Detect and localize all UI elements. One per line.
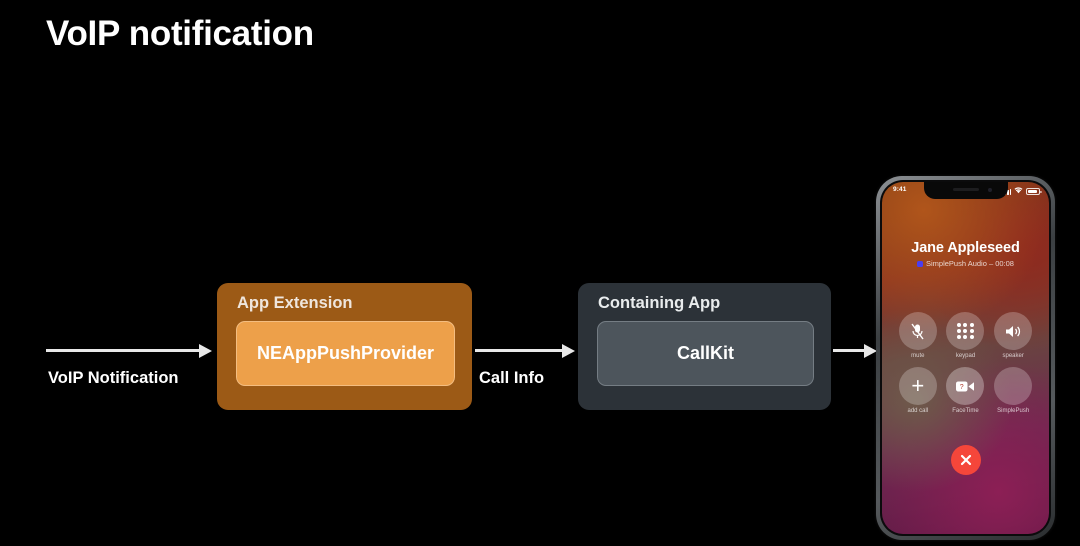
box-callkit[interactable]: CallKit (597, 321, 814, 386)
svg-text:?: ? (960, 384, 964, 391)
box-neapppushprovider[interactable]: NEAppPushProvider (236, 321, 455, 386)
status-bar: 9:41 (882, 182, 1049, 200)
call-subtitle: SimplePush Audio – 00:08 (926, 259, 1014, 268)
end-call-x-icon (960, 454, 971, 466)
call-button-facetime[interactable]: ? FaceTime (942, 367, 990, 414)
plus-icon: + (898, 367, 937, 405)
call-button-caption: speaker (1002, 353, 1024, 359)
call-button-caption: keypad (955, 353, 976, 359)
call-button-caption: SimplePush (997, 408, 1030, 414)
caller-name: Jane Appleseed (911, 240, 1020, 256)
end-call-button[interactable] (950, 445, 981, 475)
call-button-add-call[interactable]: + add call (894, 367, 942, 414)
box-label-neapppushprovider: NEAppPushProvider (256, 343, 435, 363)
front-camera-icon (987, 188, 992, 192)
app-badge-icon (917, 260, 923, 267)
call-button-caption: mute (911, 353, 925, 359)
iphone-mockup: 9:41 Jane App (876, 176, 1055, 540)
status-bar-time: 9:41 (893, 186, 907, 193)
arrow-shaft (475, 349, 563, 352)
arrow-shaft (46, 349, 200, 352)
earpiece-speaker-icon (952, 188, 979, 191)
call-subtitle-row: SimplePush Audio – 00:08 (882, 259, 1049, 268)
call-button-speaker[interactable]: speaker (989, 312, 1037, 359)
arrow-head-icon (864, 344, 877, 358)
status-bar-indicators (1002, 187, 1042, 196)
box-title-app-extension: App Extension (237, 294, 353, 312)
call-button-simplepush[interactable]: SimplePush (989, 367, 1037, 414)
simplepush-app-icon (994, 367, 1033, 405)
arrow-voip-notification (46, 344, 212, 358)
phone-screen: 9:41 Jane App (882, 182, 1049, 534)
box-app-extension[interactable]: App Extension NEAppPushProvider (217, 283, 472, 410)
page-title: VoIP notification (46, 14, 314, 53)
arrow-label-call-info: Call Info (479, 369, 545, 387)
call-button-keypad[interactable]: keypad (942, 312, 990, 359)
facetime-video-icon: ? (946, 367, 985, 405)
battery-icon (1026, 188, 1042, 195)
arrow-shaft (833, 349, 865, 352)
box-label-callkit: CallKit (676, 343, 734, 363)
arrow-head-icon (562, 344, 575, 358)
call-button-caption: add call (907, 408, 929, 414)
box-containing-app[interactable]: Containing App CallKit (578, 283, 831, 410)
call-actions-grid: mute keypad (894, 312, 1037, 414)
keypad-icon (946, 312, 985, 350)
box-title-containing-app: Containing App (598, 294, 721, 312)
call-button-mute[interactable]: mute (894, 312, 942, 359)
call-button-caption: FaceTime (952, 408, 979, 414)
arrow-call-info (475, 344, 575, 358)
wifi-icon (1014, 187, 1023, 196)
notch (923, 182, 1008, 199)
arrow-head-icon (199, 344, 212, 358)
caller-info: Jane Appleseed SimplePush Audio – 00:08 (882, 240, 1049, 268)
arrow-label-voip-notification: VoIP Notification (48, 369, 179, 387)
microphone-muted-icon (898, 312, 937, 350)
phone-bezel: 9:41 Jane App (880, 180, 1051, 536)
speaker-icon (994, 312, 1033, 350)
arrow-to-device (833, 344, 877, 358)
